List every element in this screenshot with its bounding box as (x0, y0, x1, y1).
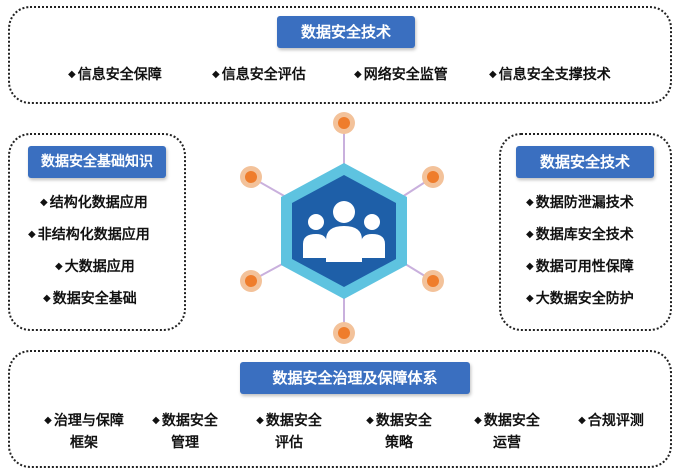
diamond-bullet-icon: ◆ (526, 229, 534, 240)
right-group-box (499, 133, 672, 331)
right-item-2: ◆数据库安全技术 (526, 227, 634, 243)
diamond-bullet-icon: ◆ (354, 69, 362, 80)
left-group-title: 数据安全基础知识 (28, 146, 166, 178)
left-item-3: ◆大数据应用 (55, 259, 135, 275)
left-item-2: ◆非结构化数据应用 (28, 227, 150, 243)
bottom-item-1: ◆治理与保障 框架 (44, 413, 124, 451)
bottom-group-title: 数据安全治理及保障体系 (240, 362, 470, 394)
left-item-1: ◆结构化数据应用 (40, 195, 148, 211)
right-item-4: ◆大数据安全防护 (526, 291, 634, 307)
node-top (333, 112, 355, 134)
top-group-title: 数据安全技术 (277, 16, 415, 48)
node-lower-left (240, 270, 262, 292)
diamond-bullet-icon: ◆ (55, 261, 63, 272)
diamond-bullet-icon: ◆ (474, 415, 482, 426)
bottom-item-6: ◆合规评测 (578, 413, 644, 429)
diamond-bullet-icon: ◆ (489, 69, 497, 80)
people-group-icon (303, 201, 385, 262)
diamond-bullet-icon: ◆ (526, 197, 534, 208)
diamond-bullet-icon: ◆ (44, 415, 52, 426)
diamond-bullet-icon: ◆ (578, 415, 586, 426)
diamond-bullet-icon: ◆ (43, 293, 51, 304)
top-item-3: ◆网络安全监管 (354, 67, 448, 83)
top-item-1: ◆信息安全保障 (68, 67, 162, 83)
diamond-bullet-icon: ◆ (256, 415, 264, 426)
top-group-box (8, 6, 672, 104)
diamond-bullet-icon: ◆ (28, 229, 36, 240)
diamond-bullet-icon: ◆ (40, 197, 48, 208)
bottom-item-5: ◆数据安全 运营 (474, 413, 540, 451)
left-group-box (8, 133, 186, 331)
diamond-bullet-icon: ◆ (526, 261, 534, 272)
diamond-bullet-icon: ◆ (68, 69, 76, 80)
top-item-4: ◆信息安全支撑技术 (489, 67, 611, 83)
diamond-bullet-icon: ◆ (366, 415, 374, 426)
node-bottom (333, 322, 355, 344)
diamond-bullet-icon: ◆ (212, 69, 220, 80)
right-group-title: 数据安全技术 (516, 146, 654, 178)
diamond-bullet-icon: ◆ (152, 415, 160, 426)
top-item-2: ◆信息安全评估 (212, 67, 306, 83)
diamond-bullet-icon: ◆ (526, 293, 534, 304)
bottom-item-3: ◆数据安全 评估 (256, 413, 322, 451)
left-item-4: ◆数据安全基础 (43, 291, 137, 307)
bottom-group-box (8, 350, 672, 468)
right-item-3: ◆数据可用性保障 (526, 259, 634, 275)
node-lower-right (422, 270, 444, 292)
bottom-item-4: ◆数据安全 策略 (366, 413, 432, 451)
node-upper-left (240, 166, 262, 188)
hub-nodes (240, 112, 444, 344)
bottom-item-2: ◆数据安全 管理 (152, 413, 218, 451)
right-item-1: ◆数据防泄漏技术 (526, 195, 634, 211)
node-upper-right (422, 166, 444, 188)
